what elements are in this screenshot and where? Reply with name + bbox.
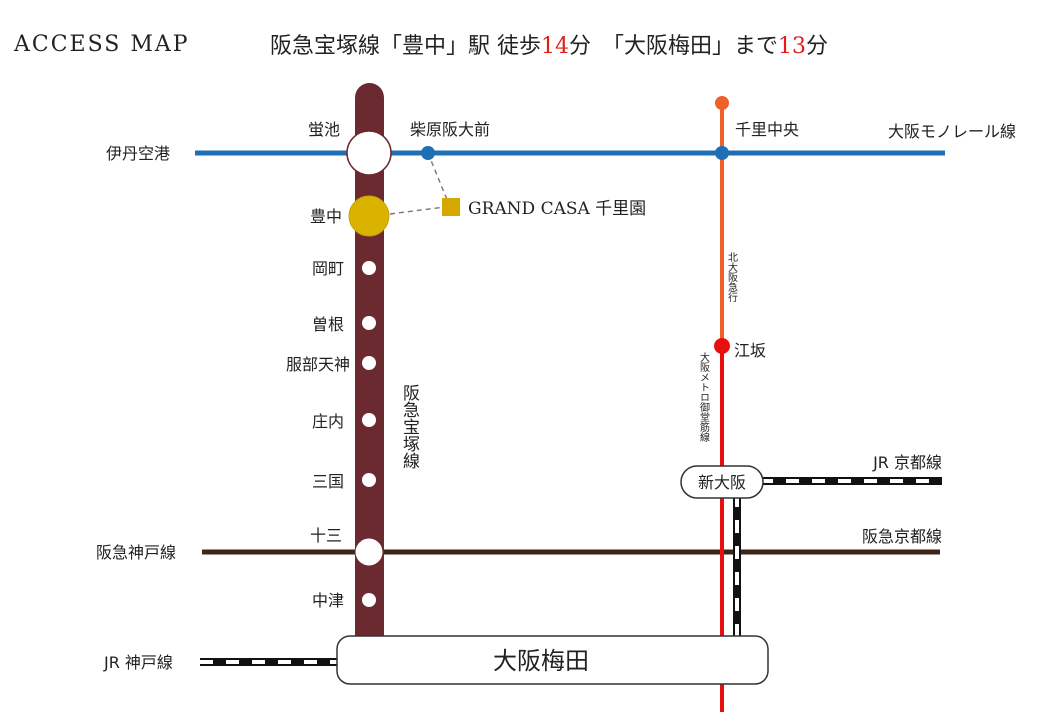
station-okamachi-marker[interactable] <box>362 261 376 275</box>
kitakyu-terminus <box>715 96 729 110</box>
station-nakatsu-label: 中津 <box>312 591 344 610</box>
station-shibahara-label: 柴原阪大前 <box>410 120 490 139</box>
station-umeda-label: 大阪梅田 <box>493 647 589 675</box>
station-esaka-marker[interactable] <box>714 338 730 354</box>
station-esaka-label: 江坂 <box>734 341 766 360</box>
jr-kobe-line-label: JR 神戸線 <box>103 653 173 672</box>
station-hotarugaike-marker[interactable] <box>346 130 392 176</box>
station-umeda-marker[interactable] <box>336 635 769 685</box>
station-nakatsu-marker[interactable] <box>362 593 376 607</box>
station-itami-label: 伊丹空港 <box>106 144 170 163</box>
property-marker[interactable] <box>442 198 460 216</box>
property-name: GRAND CASA 千里園 <box>468 199 646 219</box>
station-shonai-marker[interactable] <box>362 413 376 427</box>
access-text-1: 阪急宝塚線「豊中」駅 徒歩 <box>270 34 541 59</box>
station-okamachi-label: 岡町 <box>312 259 344 278</box>
walk-minutes: 14 <box>541 34 569 59</box>
station-toyonaka-label: 豊中 <box>310 207 342 226</box>
station-shinosaka-marker[interactable] <box>680 465 764 499</box>
hankyu-kobe-line-label: 阪急神戸線 <box>96 543 176 562</box>
station-juso-label: 十三 <box>310 526 342 545</box>
station-senrichuo-label: 千里中央 <box>735 120 799 139</box>
station-sone-label: 曽根 <box>312 315 344 334</box>
station-toyonaka-marker[interactable] <box>348 195 390 237</box>
station-shinosaka-label: 新大阪 <box>698 473 746 492</box>
station-hotarugaike-label: 蛍池 <box>308 120 340 139</box>
station-mikuni-marker[interactable] <box>362 473 376 487</box>
map-title: ACCESS MAP <box>13 32 190 57</box>
station-sone-marker[interactable] <box>362 316 376 330</box>
station-juso-marker[interactable] <box>354 537 384 567</box>
access-text-3: 分 <box>806 34 828 59</box>
midosuji-line-label: 大阪メトロ御堂筋線 <box>698 351 710 442</box>
kitakyu-line-label: 北大阪急行 <box>726 252 738 303</box>
property-route-toyonaka <box>389 206 446 215</box>
umeda-minutes: 13 <box>778 34 806 59</box>
station-hattori-label: 服部天神 <box>286 355 350 374</box>
jr-kyoto-line-label: JR 京都線 <box>872 453 942 472</box>
takarazuka-line-label: 阪急宝塚線 <box>399 384 420 469</box>
station-senrichuo-marker[interactable] <box>715 146 729 160</box>
station-mikuni-label: 三国 <box>312 472 344 491</box>
hankyu-kyoto-line-label: 阪急京都線 <box>862 527 942 546</box>
station-shonai-label: 庄内 <box>312 412 344 431</box>
station-shibahara-marker[interactable] <box>421 146 435 160</box>
monorail-line-label: 大阪モノレール線 <box>888 122 1016 141</box>
access-text-2: 分 「大阪梅田」まで <box>569 34 778 59</box>
station-hattori-marker[interactable] <box>362 356 376 370</box>
access-summary: 阪急宝塚線「豊中」駅 徒歩14分 「大阪梅田」まで13分 <box>270 34 828 59</box>
